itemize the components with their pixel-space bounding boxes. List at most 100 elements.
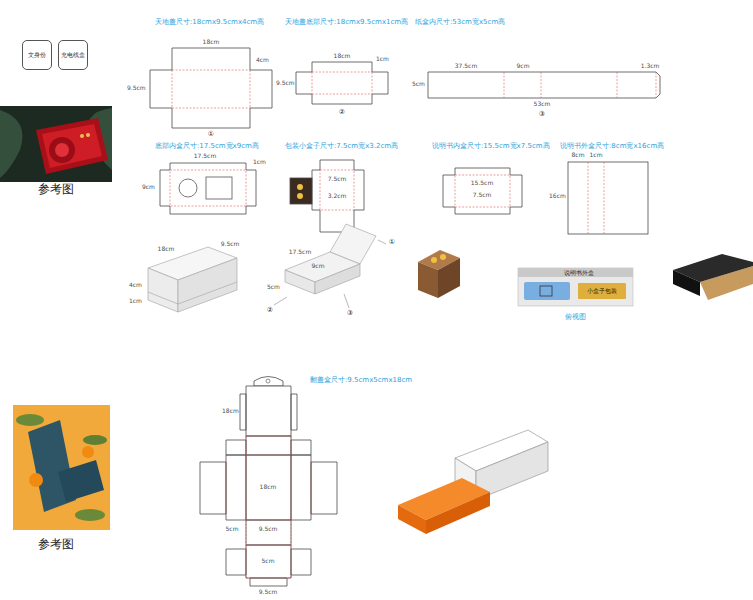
callout-number: ② (339, 108, 345, 116)
gold-dot (440, 254, 446, 260)
dimension-label: 3.2cm (328, 193, 347, 200)
gold-dot (297, 193, 303, 199)
circle-cutout (179, 179, 197, 197)
dimension-label: 16cm (549, 193, 566, 200)
callout-number: ① (208, 130, 214, 138)
callout-number: ② (267, 306, 273, 314)
fold-line (320, 170, 354, 210)
leaf-shape (0, 108, 112, 178)
dimension-label: 1cm (376, 56, 389, 63)
printed-panel (290, 178, 312, 204)
dimension-label: 5cm (267, 284, 280, 291)
hang-hole (266, 379, 270, 383)
dimension-label: 4cm (256, 57, 269, 64)
tray-side (285, 270, 315, 294)
callout-number: ① (389, 238, 395, 246)
lid-line (148, 282, 237, 304)
top-view-panel: 说明书外盒小盒子包装 (518, 268, 639, 306)
dimension-label: 9cm (142, 184, 155, 191)
gold-dot (86, 133, 90, 137)
box-label: 小盒子包装 (587, 288, 617, 295)
leaf-shape (83, 435, 107, 445)
dimension-label: 18cm (203, 39, 220, 46)
dimension-label: 1.3cm (641, 63, 660, 70)
dieline-outline (443, 168, 522, 214)
dieline-outline (428, 72, 660, 98)
fold-line (504, 72, 656, 98)
fold-line (226, 436, 311, 578)
spec-title: 底部内盒尺寸:17.5cm宽x9cm高 (155, 142, 259, 150)
dieline-outline (296, 62, 388, 104)
dimension-label: 9.5cm (259, 589, 278, 596)
spec-title: 天地盖底部尺寸:18cmx9.5cmx1cm高 (285, 18, 408, 26)
box-label: 文身份 (28, 52, 46, 59)
callout-number: ③ (347, 309, 353, 317)
fold-line (588, 162, 604, 234)
dimension-label: 4cm (129, 282, 142, 289)
brown-box-side (418, 262, 438, 298)
reference-caption: 参考图 (38, 183, 74, 197)
dimension-label: 7.5cm (473, 192, 492, 199)
square-cutout (206, 177, 232, 199)
dimension-label: 53cm (534, 101, 551, 108)
fold-line (455, 175, 510, 207)
dimension-label: 1cm (590, 152, 603, 159)
dimension-label: 18cm (334, 53, 351, 60)
red-box-inner (42, 124, 102, 168)
rose-center (55, 143, 69, 157)
spec-title: 翻盖盒尺寸:9.5cmx5cmx18cm (310, 376, 412, 384)
dimension-label: 1cm (129, 298, 142, 305)
gold-dot (297, 184, 303, 190)
dimension-label: 7.5cm (328, 176, 347, 183)
dieline-outline (160, 163, 256, 214)
dimension-label: 9.5cm (259, 526, 278, 533)
reference-caption: 参考图 (38, 538, 74, 552)
dimension-label: 5cm (226, 526, 239, 533)
drawer-side (398, 505, 426, 534)
gold-dot (80, 134, 84, 138)
dieline-outline (150, 48, 272, 128)
callout-number: ③ (539, 110, 545, 118)
dimension-label: 18cm (222, 408, 239, 415)
spec-title: 俯视图 (565, 313, 586, 321)
spec-title: 说明书内盒尺寸:15.5cm宽x7.5cm高 (432, 142, 550, 150)
dimension-label: 37.5cm (455, 63, 478, 70)
reference-photo (13, 405, 110, 530)
icon-box: 充电线盒 (58, 40, 88, 70)
blue-slot (524, 282, 570, 300)
spec-title: 天地盖尺寸:18cmx9.5cmx4cm高 (155, 18, 264, 26)
fold-line (170, 170, 246, 206)
inner-box: 小盒子包装 (578, 283, 626, 299)
dieline-outline (200, 386, 337, 586)
box-label: 充电线盒 (61, 52, 85, 59)
drawer-side (426, 492, 490, 534)
rose (49, 137, 75, 163)
dimension-label: 9.5cm (276, 80, 295, 87)
dimension-label: 1cm (253, 159, 266, 166)
dimension-label: 8cm (572, 152, 585, 159)
panel-heading: 说明书外盒 (518, 268, 639, 277)
fruit (29, 473, 43, 487)
dimension-label: 17.5cm (194, 153, 217, 160)
dimension-label: 9cm (517, 63, 530, 70)
dimension-label: 18cm (158, 246, 175, 253)
dieline-outline (312, 160, 364, 232)
leaf-shape (75, 509, 105, 521)
sleeve-side (673, 270, 700, 296)
dimension-label: 5cm (262, 558, 275, 565)
icon-box: 文身份 (22, 40, 52, 70)
fold-line (312, 72, 372, 94)
box-side-face (148, 268, 178, 312)
red-box (36, 118, 108, 174)
fruit (82, 446, 94, 458)
slot-icon (540, 286, 552, 296)
dimension-label: 15.5cm (471, 180, 494, 187)
dimension-label: 17.5cm (289, 249, 312, 256)
reference-photo (0, 106, 112, 182)
dimension-label: 9.5cm (221, 241, 240, 248)
spec-title: 包装小盒子尺寸:7.5cm宽x3.2cm高 (285, 142, 398, 150)
dimension-label: 18cm (260, 484, 277, 491)
